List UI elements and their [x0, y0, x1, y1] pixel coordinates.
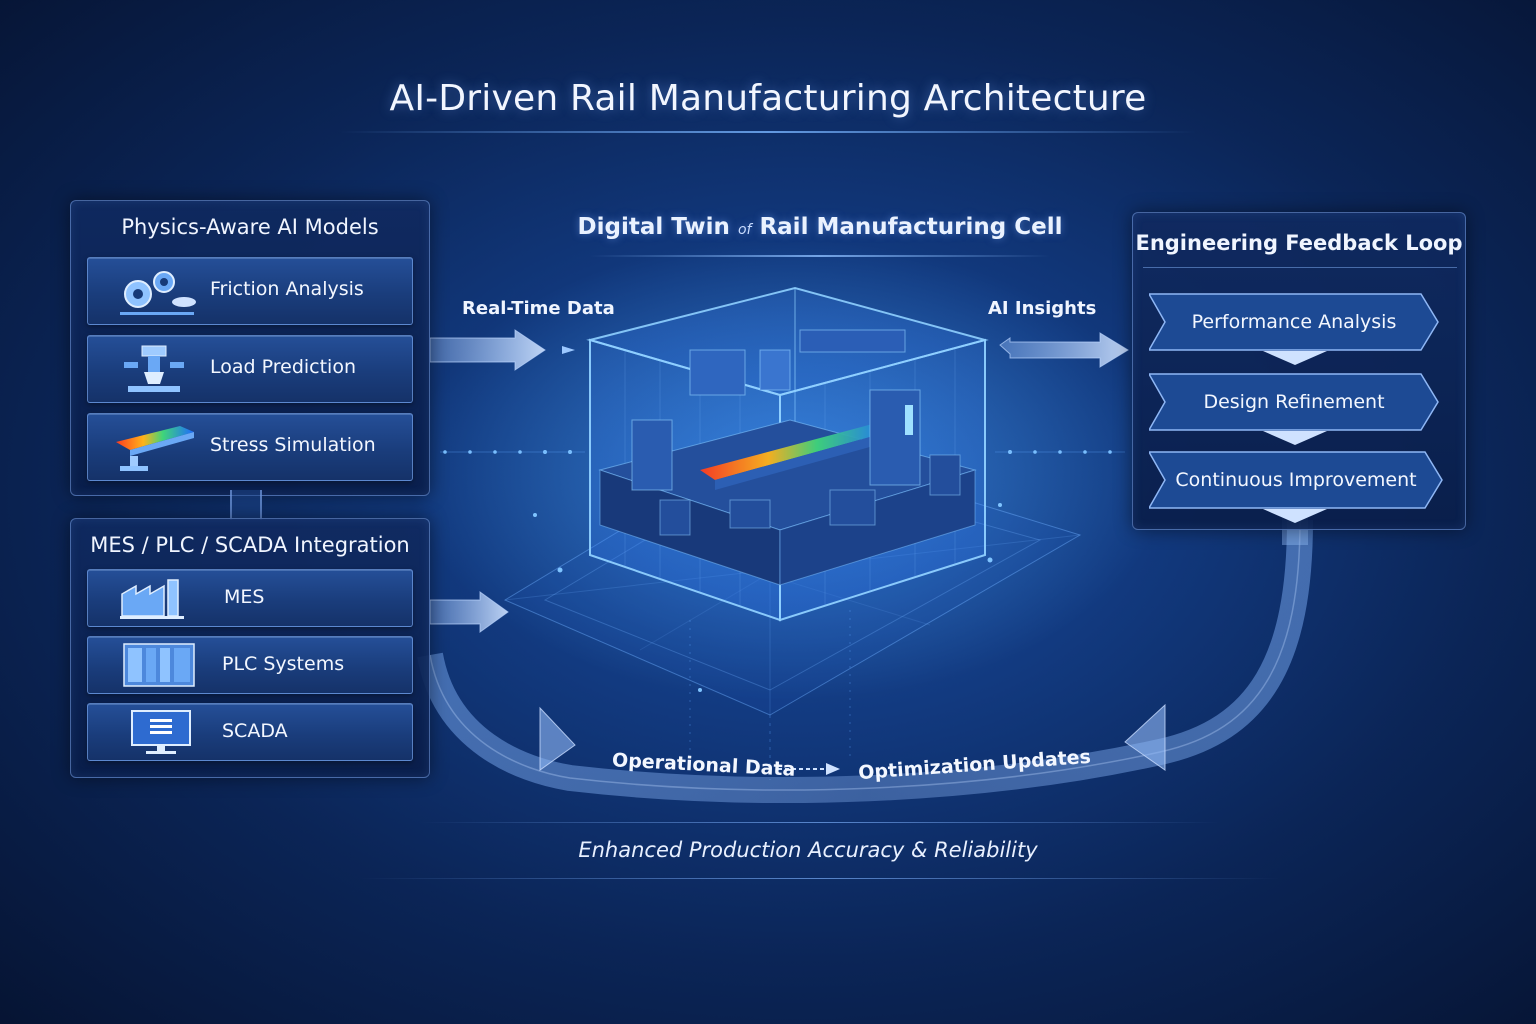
realtime-data-arrow — [429, 329, 575, 371]
load-prediction-item[interactable]: Load Prediction — [87, 335, 413, 403]
stress-simulation-item[interactable]: Stress Simulation — [87, 413, 413, 481]
continuous-improvement-step[interactable]: Continuous Improvement — [1149, 451, 1443, 509]
tagline-bottom-divider — [360, 878, 1280, 879]
integration-panel: MES / PLC / SCADA Integration MES PLC Sy… — [70, 518, 430, 778]
page-title: AI-Driven Rail Manufacturing Architectur… — [389, 78, 1147, 119]
tagline: Enhanced Production Accuracy & Reliabili… — [578, 838, 1038, 862]
factory-icon — [120, 579, 184, 619]
scada-label: SCADA — [222, 720, 288, 742]
feedback-title: Engineering Feedback Loop — [1135, 231, 1463, 255]
load-prediction-label: Load Prediction — [210, 356, 357, 378]
plc-rack-icon — [123, 643, 195, 687]
performance-analysis-step[interactable]: Performance Analysis — [1149, 293, 1439, 351]
design-refinement-chevron — [1149, 373, 1439, 431]
hydraulic-press-icon — [124, 345, 184, 392]
step-down-arrow-2 — [1263, 431, 1327, 445]
title-divider — [340, 131, 1196, 133]
physics-models-panel: Physics-Aware AI Models Friction Analysi… — [70, 200, 430, 496]
continuous-improvement-chevron — [1149, 451, 1443, 509]
performance-analysis-chevron — [1149, 293, 1439, 351]
rail-cell-machinery — [598, 329, 977, 586]
scada-item[interactable]: SCADA — [87, 703, 413, 761]
feedback-loop-curve — [417, 519, 1313, 804]
mes-item[interactable]: MES — [87, 569, 413, 627]
design-refinement-step[interactable]: Design Refinement — [1149, 373, 1439, 431]
monitor-icon — [131, 710, 191, 754]
digital-twin-title: Digital Twin of Rail Manufacturing Cell — [560, 214, 1080, 240]
panel-connector — [230, 490, 262, 520]
gears-icon — [120, 271, 196, 315]
ai-insights-label: AI Insights — [988, 298, 1097, 319]
twin-title-suffix: Rail Manufacturing Cell — [759, 214, 1063, 240]
integration-title: MES / PLC / SCADA Integration — [90, 533, 410, 557]
mes-label: MES — [224, 586, 265, 608]
integration-arrow — [429, 591, 509, 633]
friction-analysis-item[interactable]: Friction Analysis — [87, 257, 413, 325]
realtime-data-label: Real-Time Data — [462, 298, 615, 319]
plc-systems-item[interactable]: PLC Systems — [87, 636, 413, 694]
physics-models-title: Physics-Aware AI Models — [121, 215, 379, 239]
performance-analysis-label: Performance Analysis — [1191, 311, 1397, 333]
twin-title-prefix: Digital Twin — [577, 214, 730, 240]
design-refinement-label: Design Refinement — [1203, 391, 1385, 413]
twin-title-joiner: of — [737, 222, 752, 238]
friction-analysis-label: Friction Analysis — [210, 278, 364, 300]
rail-stress-icon — [116, 426, 194, 471]
feedback-panel: Engineering Feedback Loop Performance An… — [1132, 212, 1466, 530]
plc-systems-label: PLC Systems — [222, 653, 345, 675]
step-down-arrow-3 — [1263, 509, 1327, 523]
twin-title-divider — [590, 255, 1050, 257]
step-down-arrow-1 — [1263, 351, 1327, 365]
ai-insights-arrow — [999, 332, 1129, 368]
continuous-improvement-label: Continuous Improvement — [1175, 469, 1417, 491]
tagline-top-divider — [420, 822, 1220, 823]
data-streams — [443, 450, 1112, 692]
stress-simulation-label: Stress Simulation — [210, 434, 376, 456]
feedback-title-divider — [1143, 267, 1457, 268]
